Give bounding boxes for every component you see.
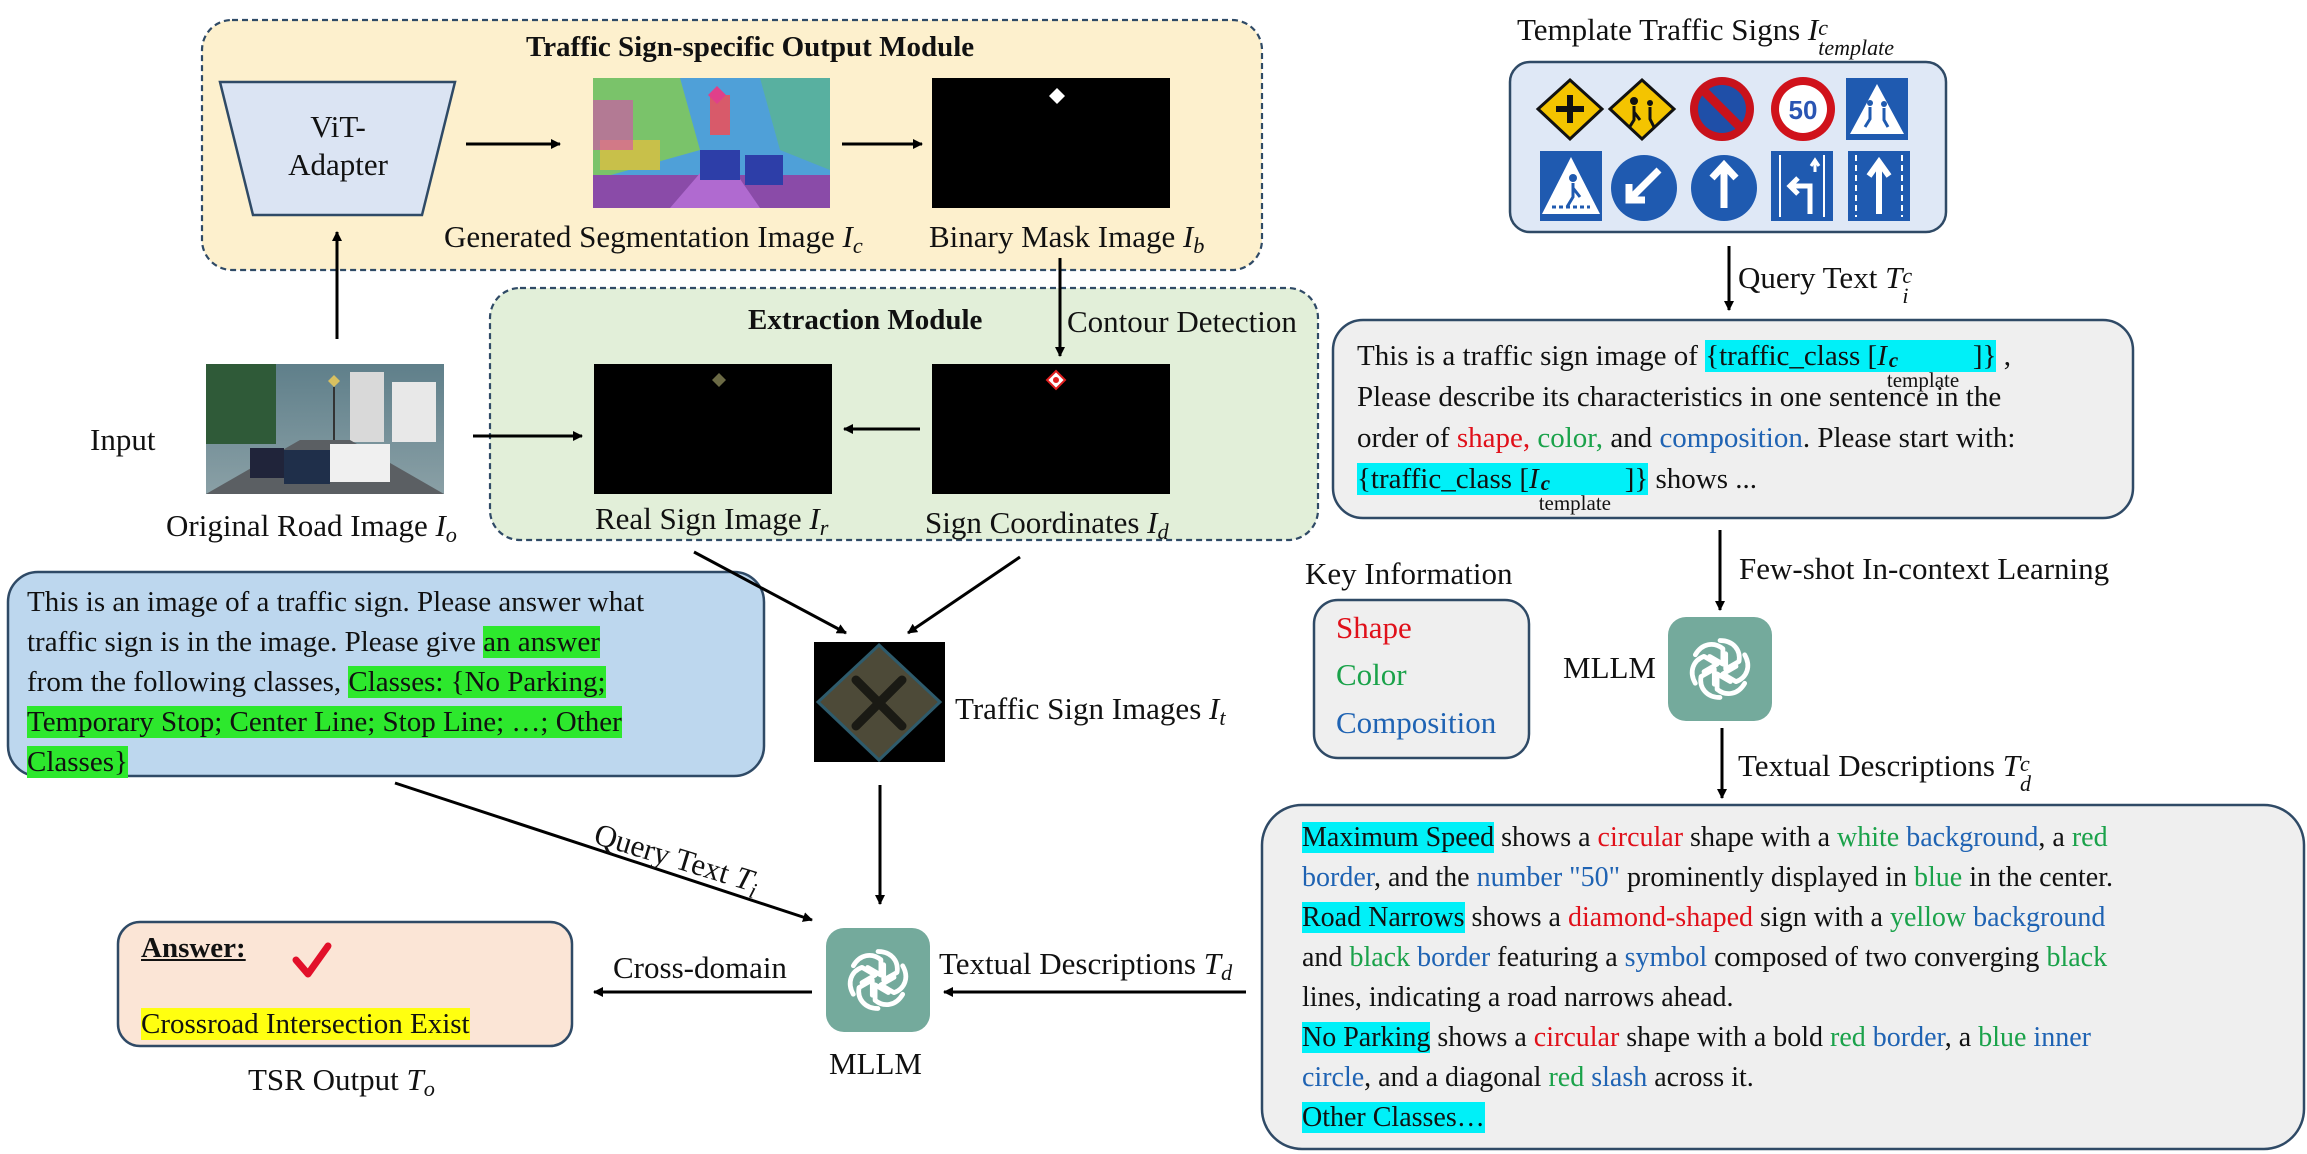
input-label: Input (90, 422, 156, 457)
textual-descriptions-label: Textual Descriptions Td (939, 946, 1233, 986)
desc-line-2: border, and the number "50" prominently … (1302, 862, 2114, 893)
key-info-box (1312, 598, 1531, 760)
contour-detection-label: Contour Detection (1067, 304, 1297, 339)
original-road-caption: Original Road Image Io (166, 508, 457, 548)
mllm-label-right: MLLM (1563, 650, 1656, 685)
real-sign-image (594, 364, 832, 494)
check-mark-icon (292, 942, 332, 978)
segmentation-caption: Generated Segmentation Image Ic (444, 219, 863, 259)
query-box-text: This is an image of a traffic sign. Plea… (27, 582, 757, 782)
key-info-composition: Composition (1336, 705, 1497, 740)
vit-adapter-label: ViT- Adapter (288, 109, 388, 182)
prompt-line-1: This is a traffic sign image of {traffic… (1357, 340, 2011, 392)
real-sign-caption: Real Sign Image Ir (595, 501, 829, 541)
answer-title: Answer: (141, 932, 246, 964)
desc-line-8: Other Classes… (1302, 1102, 1485, 1133)
desc-line-6: No Parking shows a circular shape with a… (1302, 1022, 2091, 1053)
query-line-2: traffic sign is in the image. Please giv… (27, 626, 600, 658)
desc-line-1: Maximum Speed shows a circular shape wit… (1302, 822, 2108, 853)
few-shot-label: Few-shot In-context Learning (1739, 551, 2110, 586)
output-module-title: Traffic Sign-specific Output Module (526, 31, 975, 63)
mllm-tile-bottom (826, 928, 930, 1032)
extraction-module-title: Extraction Module (748, 304, 983, 336)
key-info-title: Key Information (1305, 556, 1513, 591)
desc-line-5: lines, indicating a road narrows ahead. (1302, 982, 1734, 1013)
traffic-sign-images-caption: Traffic Sign Images It (955, 691, 1226, 731)
mllm-label-bottom: MLLM (829, 1046, 922, 1081)
prompt-line-3: order of shape, color, and composition. … (1357, 422, 2016, 454)
desc-line-3: Road Narrows shows a diamond-shaped sign… (1302, 902, 2106, 933)
segmentation-image (593, 78, 830, 208)
speed-limit-number: 50 (1789, 95, 1818, 125)
sign-coordinates-caption: Sign Coordinates Id (925, 505, 1169, 545)
query-line-4: Temporary Stop; Center Line; Stop Line; … (27, 706, 622, 738)
desc-line-4: and black border featuring a symbol comp… (1302, 942, 2108, 973)
prompt-box-text: This is a traffic sign image of {traffic… (1357, 336, 2016, 515)
binary-mask-caption: Binary Mask Image Ib (929, 219, 1205, 259)
cross-domain-label: Cross-domain (613, 950, 787, 985)
key-info-color: Color (1336, 657, 1407, 692)
answer-value: Crossroad Intersection Exist (141, 1008, 470, 1040)
key-info-shape: Shape (1336, 610, 1412, 645)
desc-line-7: circle, and a diagonal red slash across … (1302, 1062, 1754, 1093)
arrows (332, 139, 1734, 997)
template-signs: 50 (1535, 77, 1910, 221)
binary-mask-image (932, 78, 1170, 208)
sign-coordinates-image (932, 364, 1170, 494)
prompt-line-2: Please describe its characteristics in o… (1357, 381, 2002, 413)
original-road-image (206, 364, 444, 494)
query-line-1: This is an image of a traffic sign. Plea… (27, 586, 645, 618)
query-line-3: from the following classes, Classes: {No… (27, 666, 606, 698)
traffic-sign-crop-image (814, 642, 945, 763)
vit-adapter-block (218, 80, 457, 217)
description-box-text: Maximum Speed shows a circular shape wit… (1302, 818, 2113, 1138)
tsr-output-caption: TSR Output To (248, 1062, 435, 1102)
description-box (1260, 803, 2306, 1151)
mllm-tile-right (1668, 617, 1772, 721)
query-line-5: Classes} (27, 746, 128, 778)
